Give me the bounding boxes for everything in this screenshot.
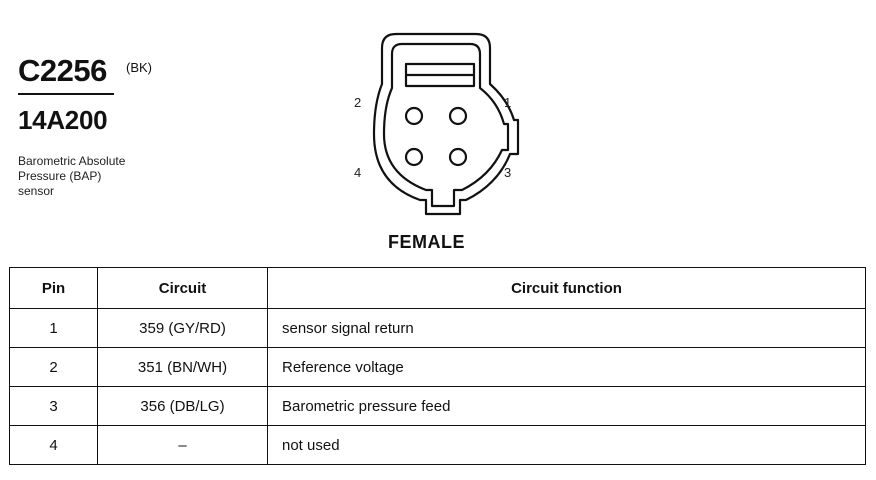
table-row: 1 359 (GY/RD) sensor signal return (9, 308, 866, 348)
pin-label-2: 2 (354, 95, 362, 110)
part-number: 14A200 (18, 105, 108, 135)
cell-pin: 3 (9, 386, 98, 426)
cell-circuit: – (97, 425, 268, 465)
description-line-2: Pressure (BAP) (18, 169, 102, 183)
header-circuit: Circuit (97, 267, 268, 309)
pin-cavity-1 (448, 106, 468, 126)
connector-id: C2256 (18, 53, 107, 88)
cell-circuit: 351 (BN/WH) (97, 347, 268, 387)
cell-pin: 2 (9, 347, 98, 387)
connector-outer-housing (372, 32, 520, 216)
color-code: (BK) (126, 60, 152, 75)
pin-cavity-2 (404, 106, 424, 126)
connector-face-diagram (372, 32, 520, 216)
header-function: Circuit function (267, 267, 866, 309)
table-row: 2 351 (BN/WH) Reference voltage (9, 347, 866, 387)
connector-gender: FEMALE (388, 232, 465, 252)
cell-function: not used (267, 425, 866, 465)
cell-pin: 4 (9, 425, 98, 465)
title-rule (18, 93, 114, 95)
pin-table: Pin Circuit Circuit function 1 359 (GY/R… (9, 267, 866, 465)
pin-cavity-4 (404, 147, 424, 167)
cell-function: Reference voltage (267, 347, 866, 387)
connector-inner-housing (382, 42, 510, 208)
cell-circuit: 359 (GY/RD) (97, 308, 268, 348)
pin-label-1: 1 (504, 95, 512, 110)
cell-function: sensor signal return (267, 308, 866, 348)
table-row: 4 – not used (9, 425, 866, 465)
cell-circuit: 356 (DB/LG) (97, 386, 268, 426)
cell-pin: 1 (9, 308, 98, 348)
description-line-3: sensor (18, 184, 55, 198)
table-row: 3 356 (DB/LG) Barometric pressure feed (9, 386, 866, 426)
table-header-row: Pin Circuit Circuit function (9, 267, 866, 309)
component-description: Barometric Absolute Pressure (BAP) senso… (18, 154, 188, 199)
pin-cavity-3 (448, 147, 468, 167)
pin-label-3: 3 (504, 165, 512, 180)
header-pin: Pin (9, 267, 98, 309)
pin-label-4: 4 (354, 165, 362, 180)
cell-function: Barometric pressure feed (267, 386, 866, 426)
description-line-1: Barometric Absolute (18, 154, 126, 168)
